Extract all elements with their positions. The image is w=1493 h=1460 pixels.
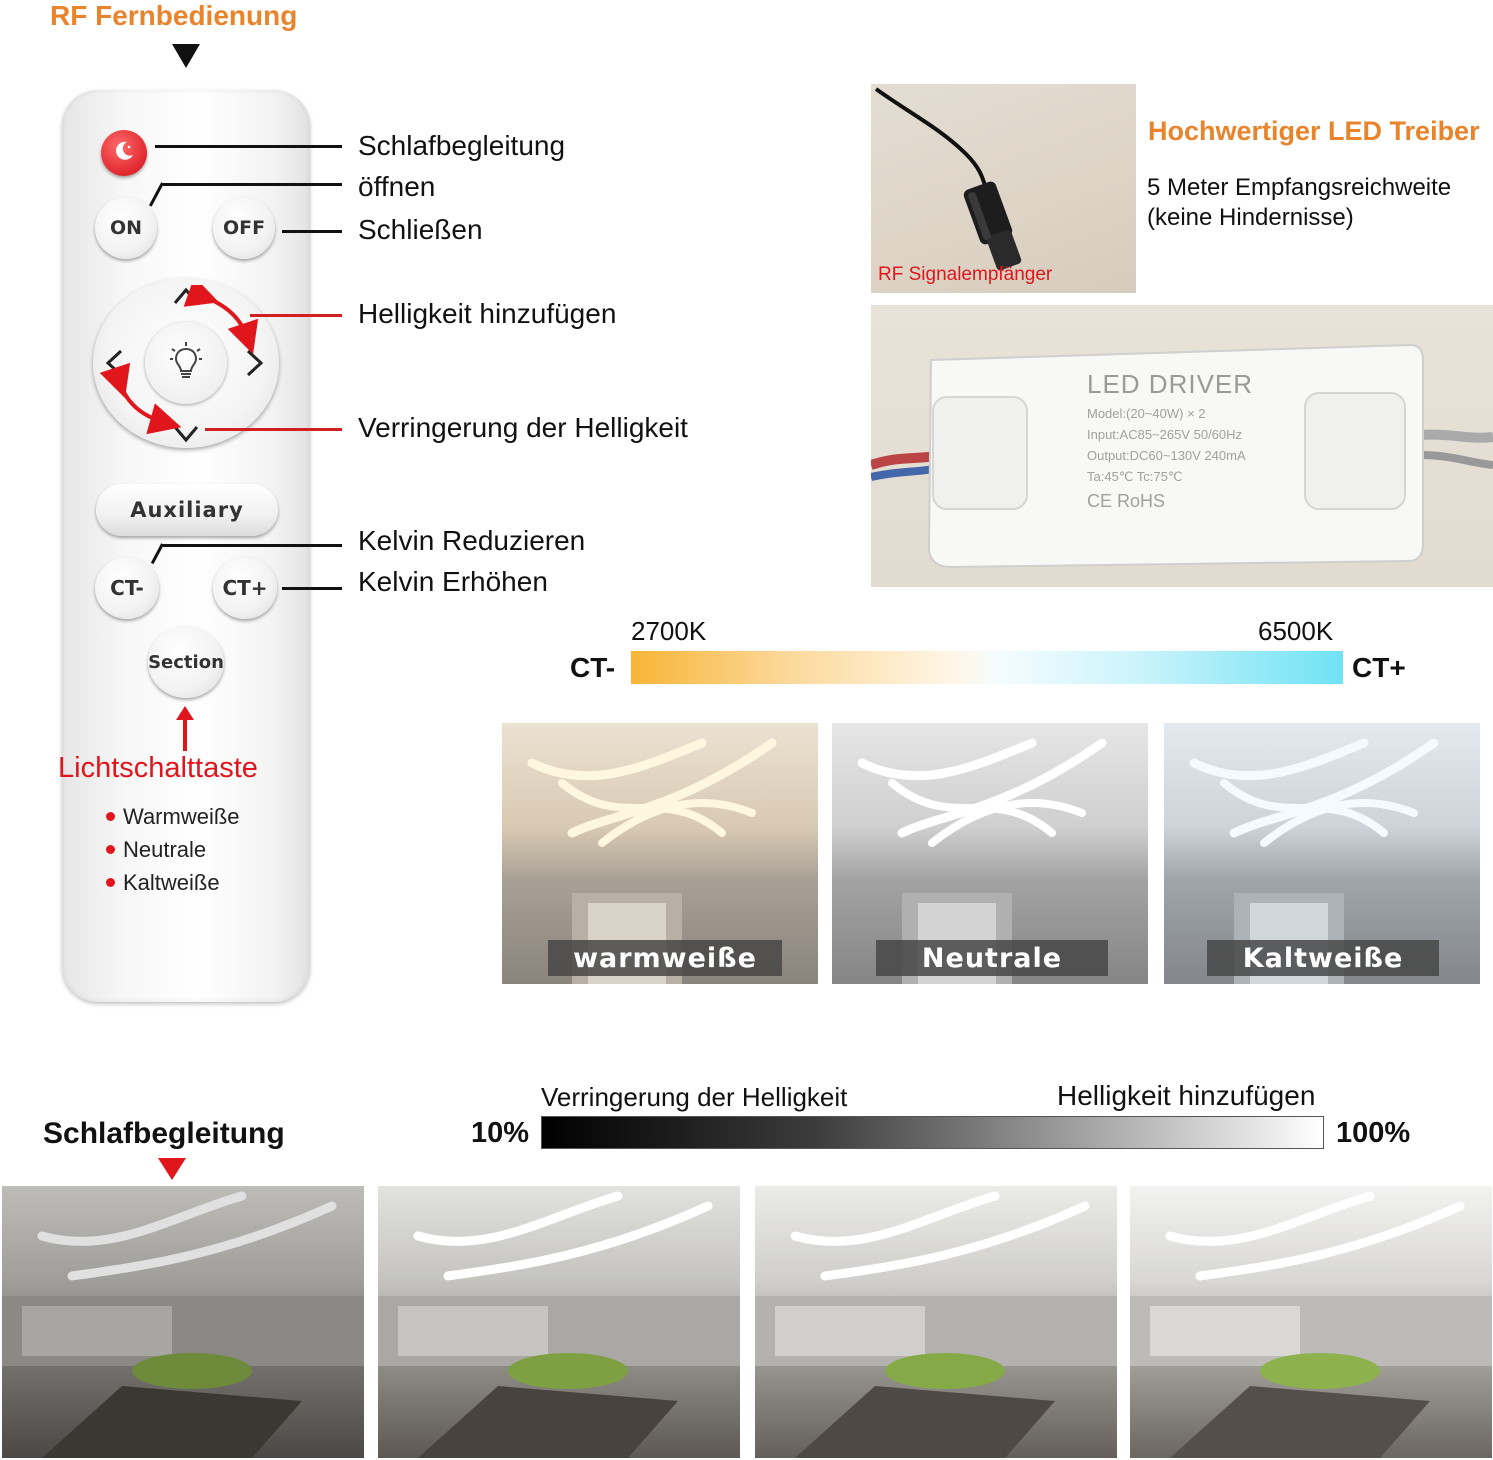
warm-white-photo: warmweiße: [502, 723, 818, 984]
close-label: Schließen: [358, 214, 483, 245]
mode-label: Warmweiße: [123, 804, 240, 829]
arrow-up-icon: [176, 706, 194, 720]
callout-line: [282, 230, 342, 233]
brightness-down-label: Verringerung der Helligkeit: [358, 412, 688, 443]
chevron-right-icon[interactable]: [245, 348, 265, 384]
auxiliary-button[interactable]: Auxiliary: [96, 484, 278, 536]
callout-line: [282, 587, 342, 590]
caption-cool-white: Kaltweiße: [1207, 940, 1439, 976]
list-item: Warmweiße: [106, 800, 240, 833]
bullet-icon: [106, 877, 115, 887]
ct-max-kelvin: 6500K: [1258, 616, 1334, 646]
driver-output: Output:DC60~130V 240mA: [1087, 448, 1246, 463]
down-triangle-icon: [158, 1158, 186, 1180]
range-text: 5 Meter Empfangsreichweite: [1147, 174, 1452, 201]
driver-certs: CE RoHS: [1087, 491, 1166, 511]
bullet-icon: [106, 811, 115, 821]
driver-title: Hochwertiger LED Treiber: [1148, 116, 1480, 146]
brightness-photo-2: [378, 1186, 740, 1458]
color-temperature-bar: [631, 651, 1343, 684]
led-driver-photo: LED DRIVER Model:(20~40W) × 2 Input:AC85…: [871, 305, 1493, 587]
caption-neutral: Neutrale: [876, 940, 1108, 976]
mode-label: Neutrale: [123, 837, 207, 862]
callout-line: [205, 428, 342, 431]
moon-icon: [111, 138, 137, 169]
ct-minus-button[interactable]: CT-: [95, 557, 159, 619]
ct-max-label: CT+: [1352, 652, 1406, 683]
light-switch-key-label: Lichtschalttaste: [58, 752, 258, 784]
mode-list: Warmweiße Neutrale Kaltweiße: [106, 800, 240, 899]
driver-model: Model:(20~40W) × 2: [1087, 406, 1206, 421]
range-note: (keine Hindernisse): [1147, 204, 1354, 231]
sleep-label: Schlafbegleitung: [358, 130, 566, 161]
sleep-mode-title: Schlafbegleitung: [43, 1117, 285, 1150]
rf-receiver-photo: [871, 84, 1136, 293]
section-button[interactable]: Section: [148, 626, 224, 698]
sleep-button[interactable]: [101, 130, 147, 176]
list-item: Neutrale: [106, 833, 240, 866]
driver-temps: Ta:45℃ Tc:75℃: [1087, 469, 1183, 484]
brightness-max: 100%: [1336, 1117, 1411, 1149]
callout-line: [250, 314, 342, 317]
brightness-down-text: Verringerung der Helligkeit: [541, 1082, 848, 1112]
brightness-photo-3: [755, 1186, 1117, 1458]
list-item: Kaltweiße: [106, 866, 240, 899]
brightness-up-label: Helligkeit hinzufügen: [358, 298, 617, 329]
brightness-arrows-icon: [100, 285, 259, 435]
driver-name: LED DRIVER: [1087, 369, 1254, 399]
kelvin-up-label: Kelvin Erhöhen: [358, 566, 548, 597]
off-button[interactable]: OFF: [213, 197, 275, 259]
ct-plus-button[interactable]: CT+: [213, 557, 277, 619]
kelvin-down-label: Kelvin Reduzieren: [358, 525, 586, 556]
down-triangle-icon: [172, 44, 200, 68]
cool-white-photo: Kaltweiße: [1164, 723, 1480, 984]
open-label: öffnen: [358, 171, 436, 202]
caption-warm-white: warmweiße: [548, 940, 782, 976]
brightness-photo-1: [2, 1186, 364, 1458]
brightness-min: 10%: [471, 1117, 530, 1149]
brightness-bar: [541, 1116, 1324, 1149]
mode-label: Kaltweiße: [123, 870, 220, 895]
bullet-icon: [106, 844, 115, 854]
driver-input: Input:AC85~265V 50/60Hz: [1087, 427, 1243, 442]
remote-title: RF Fernbedienung: [50, 0, 298, 31]
arrow-stem: [183, 718, 187, 751]
brightness-up-text: Helligkeit hinzufügen: [1057, 1080, 1316, 1111]
neutral-photo: Neutrale: [832, 723, 1148, 984]
callout-line: [155, 145, 342, 148]
ct-min-label: CT-: [570, 652, 616, 683]
callout-line: [163, 544, 342, 547]
rf-receiver-label: RF Signalempfänger: [878, 264, 1053, 285]
driver-description: 5 Meter Empfangsreichweite (keine Hinder…: [1147, 173, 1451, 233]
callout-line: [163, 183, 342, 186]
driver-spec-text: Model:(20~40W) × 2 Input:AC85~265V 50/60…: [1087, 403, 1246, 512]
brightness-photo-4: [1130, 1186, 1492, 1458]
ct-min-kelvin: 2700K: [631, 616, 707, 646]
on-button[interactable]: ON: [95, 197, 157, 259]
